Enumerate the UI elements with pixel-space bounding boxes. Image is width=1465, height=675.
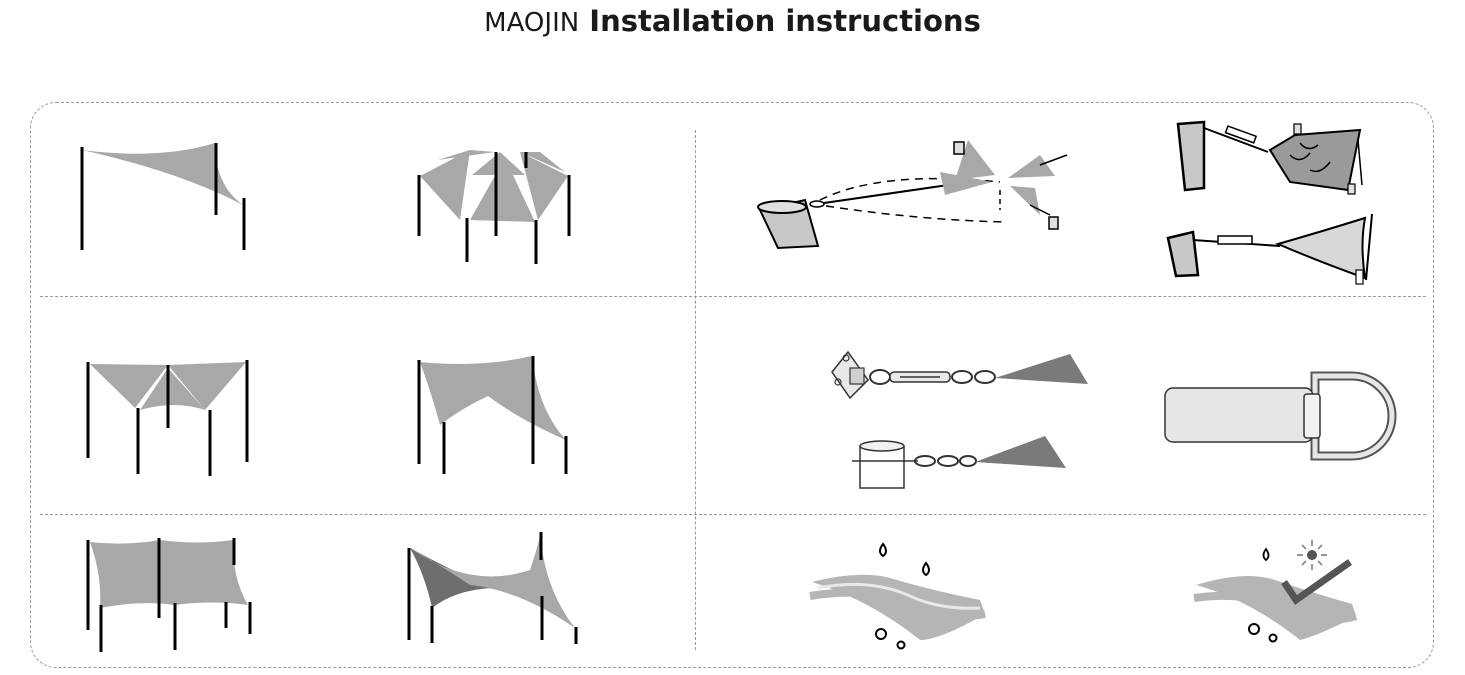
brand-name: MAOJIN (484, 8, 580, 38)
title-text: Installation instructions (589, 4, 981, 38)
wall-and-post-hardware-icon (831, 350, 1088, 489)
row-divider-2 (40, 514, 1426, 515)
hexagonal-triangle-shades-icon (417, 150, 571, 264)
triangle-shade-on-poles-icon (80, 143, 246, 250)
water-permeable-fabric-icon (809, 542, 986, 650)
d-ring-corner-icon (1164, 371, 1397, 461)
uv-protection-fabric-icon (1193, 540, 1358, 643)
rope-tension-setup-icon (757, 140, 1068, 250)
turnbuckle-pole-attachment-icon (1166, 120, 1373, 285)
row-divider-1 (40, 296, 1426, 297)
twisted-triangle-shade-icon (407, 532, 578, 644)
page-title: MAOJIN Installation instructions (0, 4, 1465, 38)
hypar-sail-shade-icon (417, 356, 568, 474)
double-square-shade-icon (86, 538, 252, 652)
instruction-frame (30, 102, 1434, 668)
column-divider (695, 130, 696, 650)
double-triangle-shade-icon (86, 360, 249, 476)
